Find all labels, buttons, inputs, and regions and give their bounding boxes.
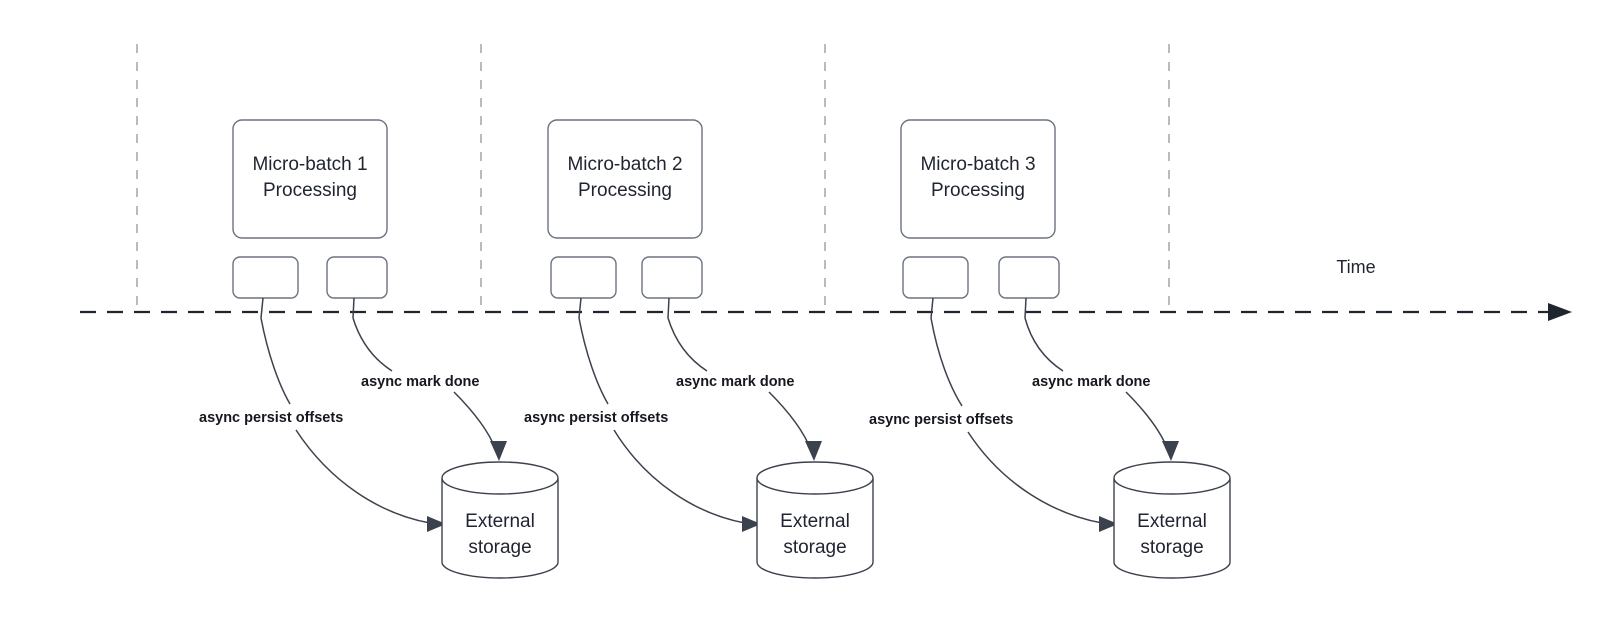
persist-offsets-edge-3-seg2 bbox=[967, 431, 1103, 524]
external-storage-body-1[interactable] bbox=[441, 478, 559, 579]
micro-batch-label-1-line2: Processing bbox=[263, 180, 357, 201]
mark-done-task-box-2[interactable] bbox=[641, 256, 703, 299]
persist-task-box-2[interactable] bbox=[550, 256, 617, 299]
persist-offsets-label-1: async persist offsets bbox=[199, 410, 343, 426]
mark-done-edge-1-seg2 bbox=[453, 391, 497, 451]
mark-done-arrowhead-2 bbox=[805, 441, 822, 461]
persist-offsets-edge-1-seg1 bbox=[260, 317, 291, 405]
micro-batch-box-3[interactable] bbox=[900, 119, 1056, 239]
divider-lines bbox=[136, 44, 1170, 312]
micro-batch-box-2[interactable] bbox=[547, 119, 703, 239]
external-storage-top-2 bbox=[756, 461, 874, 495]
mark-done-stem-3 bbox=[1024, 297, 1027, 319]
micro-batch-label-3: Micro-batch 3 bbox=[920, 154, 1035, 175]
persist-offsets-arrowhead-3 bbox=[1099, 516, 1118, 532]
persist-offsets-edge-3-seg1 bbox=[930, 317, 963, 407]
time-axis: Time bbox=[80, 257, 1572, 321]
external-storage-label-2: External bbox=[780, 511, 850, 532]
micro-batch-label-2-line2: Processing bbox=[578, 180, 672, 201]
mark-done-edge-3-seg1 bbox=[1024, 317, 1064, 372]
time-axis-label: Time bbox=[1336, 257, 1375, 277]
group-2: Micro-batch 2 Processing async persist o… bbox=[524, 119, 874, 579]
mark-done-task-box-3[interactable] bbox=[998, 256, 1060, 299]
external-storage-label-1: External bbox=[465, 511, 535, 532]
mark-done-stem-1 bbox=[352, 297, 355, 319]
mark-done-arrowhead-1 bbox=[490, 441, 507, 461]
persist-task-box-1[interactable] bbox=[232, 256, 299, 299]
mark-done-stem-2 bbox=[667, 297, 670, 319]
persist-stem-1 bbox=[260, 297, 264, 319]
micro-batch-label-3-line2: Processing bbox=[931, 180, 1025, 201]
mark-done-edge-1-seg1 bbox=[352, 317, 393, 372]
mark-done-task-box-1[interactable] bbox=[326, 256, 388, 299]
external-storage-body-2[interactable] bbox=[756, 478, 874, 579]
mark-done-edge-2-seg1 bbox=[667, 317, 708, 372]
persist-stem-2 bbox=[578, 297, 582, 319]
persist-offsets-edge-2-seg2 bbox=[613, 429, 746, 524]
mark-done-label-2: async mark done bbox=[676, 374, 794, 390]
group-1: Micro-batch 1 Processing async persist o… bbox=[199, 119, 559, 579]
external-storage-top-3 bbox=[1113, 461, 1231, 495]
external-storage-top-1 bbox=[441, 461, 559, 495]
mark-done-edge-3-seg2 bbox=[1125, 391, 1169, 451]
persist-task-box-3[interactable] bbox=[902, 256, 969, 299]
micro-batch-box-1[interactable] bbox=[232, 119, 388, 239]
persist-offsets-edge-2-seg1 bbox=[578, 317, 609, 405]
mark-done-arrowhead-3 bbox=[1162, 441, 1179, 461]
external-storage-label-1-line2: storage bbox=[468, 537, 531, 558]
external-storage-label-2-line2: storage bbox=[783, 537, 846, 558]
persist-stem-3 bbox=[930, 297, 934, 319]
mark-done-label-1: async mark done bbox=[361, 374, 479, 390]
external-storage-body-3[interactable] bbox=[1113, 478, 1231, 579]
micro-batch-label-2: Micro-batch 2 bbox=[567, 154, 682, 175]
persist-offsets-arrowhead-2 bbox=[742, 516, 761, 532]
time-axis-arrowhead bbox=[1548, 303, 1572, 321]
mark-done-edge-2-seg2 bbox=[768, 391, 812, 451]
persist-offsets-arrowhead-1 bbox=[427, 516, 446, 532]
group-3: Micro-batch 3 Processing async persist o… bbox=[869, 119, 1231, 579]
external-storage-label-3-line2: storage bbox=[1140, 537, 1203, 558]
persist-offsets-edge-1-seg2 bbox=[295, 429, 431, 524]
external-storage-label-3: External bbox=[1137, 511, 1207, 532]
persist-offsets-label-2: async persist offsets bbox=[524, 410, 668, 426]
mark-done-label-3: async mark done bbox=[1032, 374, 1150, 390]
micro-batch-label-1: Micro-batch 1 bbox=[252, 154, 367, 175]
persist-offsets-label-3: async persist offsets bbox=[869, 412, 1013, 428]
